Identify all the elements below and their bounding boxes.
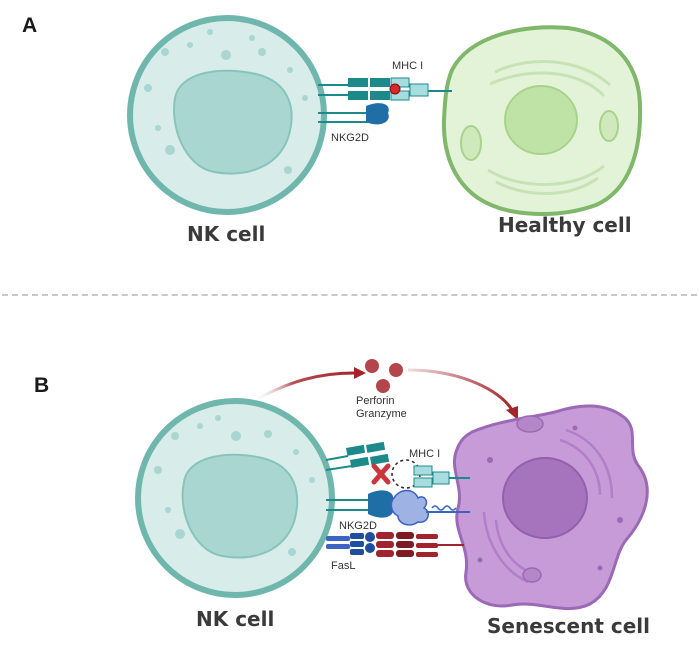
arrow-to-senescent [407,368,514,411]
nkg2d-receptor-a [366,103,389,125]
healthy-cell-nucleus [504,85,578,155]
nk-cell-b-granules [154,415,315,556]
senescent-cell-er [482,428,614,584]
senescent-cell-mitochondrion-2 [522,567,542,583]
perforin-label: Perforin [356,395,395,407]
panel-divider [2,294,697,296]
nkg2d-label-a: NKG2D [331,132,369,144]
healthy-cell-label: Healthy cell [498,213,632,237]
arrow-to-granules [251,371,355,404]
nkg2d-label-b: NKG2D [339,520,377,532]
panel-b-letter: B [34,374,50,397]
senescent-cell-mitochondrion-1 [516,415,544,433]
inhibitory-receptor-a [348,78,368,87]
nk-cell-label-a: NK cell [187,222,266,246]
healthy-cell-mitochondrion-1 [460,125,482,161]
senescent-cell [453,404,649,611]
nk-cell-a [127,15,327,215]
nk-cell-a-granules [144,29,308,174]
senescent-cell-label: Senescent cell [487,614,650,638]
ligand-tail [431,505,457,511]
arrow-to-senescent-head [506,406,518,420]
perforin-granzyme-granules [365,359,403,393]
peptide-a [389,83,401,95]
nkg2d-receptor-b [368,490,394,518]
receptor-complex-b [325,441,470,557]
mhc-i-label-b: MHC I [409,448,441,460]
nkg2d-ligand [390,489,429,526]
nk-cell-b [135,398,335,598]
nk-cell-label-b: NK cell [196,607,275,631]
fasl-ligand [326,532,375,555]
blocked-interaction-x-icon [371,463,391,485]
healthy-cell [441,25,643,216]
receptor-complex-a [318,77,452,125]
panel-a-letter: A [22,14,38,37]
mhc-i-label-a: MHC I [392,60,424,72]
fasl-label: FasL [331,560,356,572]
senescent-cell-nucleus [502,457,588,539]
senescent-cell-vesicles [477,425,623,571]
fas-receptor [376,532,464,557]
healthy-cell-er [487,59,612,196]
panel-a [127,15,643,216]
mhc-i-b [413,465,433,476]
panel-b [135,359,649,611]
granzyme-label: Granzyme [356,408,407,420]
arrow-to-granules-head [354,367,366,379]
nk-cell-b-nucleus [181,453,299,559]
healthy-cell-mitochondrion-2 [599,110,619,142]
inhibitory-receptor-b [346,444,366,456]
nk-cell-a-nucleus [173,69,293,175]
